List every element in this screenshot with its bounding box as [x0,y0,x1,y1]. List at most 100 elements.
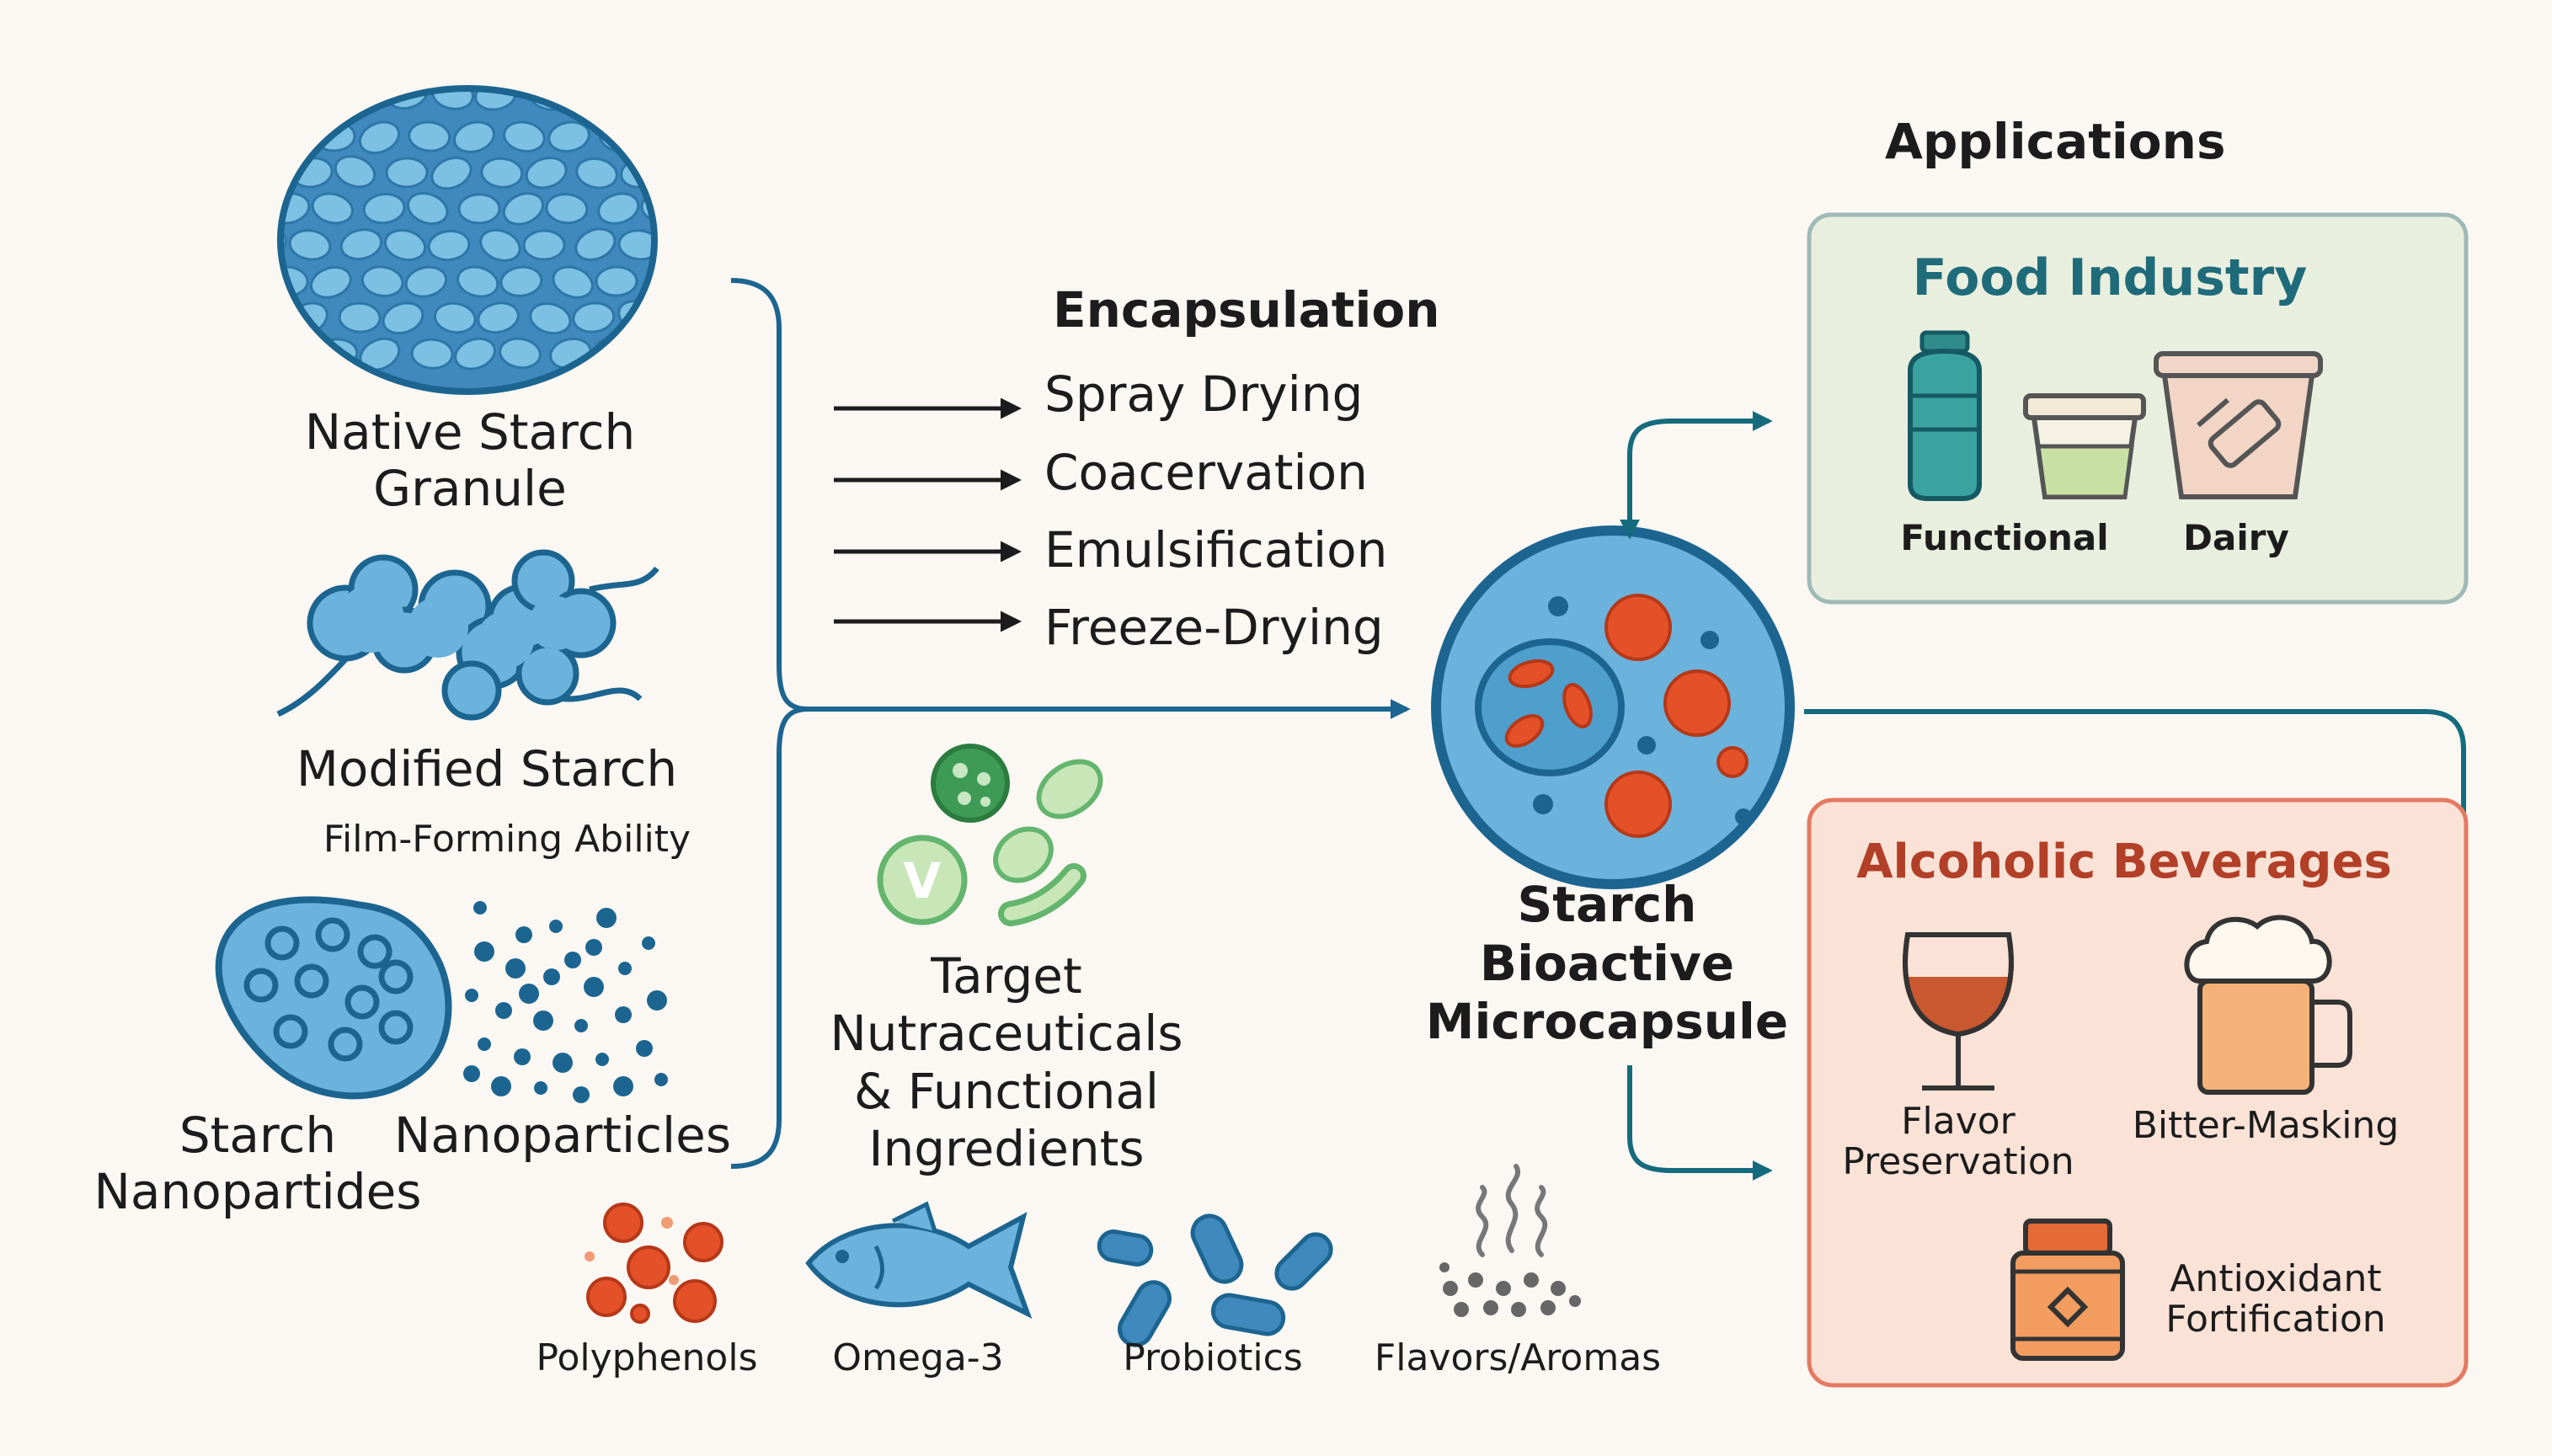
granule-cell [315,338,359,370]
granule-cell [642,120,654,152]
nanoparticle-dot [553,1053,573,1073]
granule-cell [280,120,311,154]
wine-glass-icon [1903,932,2014,1091]
granule-cell [456,265,499,298]
food-industry-title: Food Industry [1912,248,2308,307]
granule-cell [288,229,332,261]
granule-cell [454,337,496,371]
granule-cell [499,337,542,370]
cup-icon [2023,393,2146,499]
granule-cell [502,192,544,226]
granule-cell [433,301,477,334]
nanoparticle-dot [533,1011,553,1031]
granule-cell [362,193,406,225]
granule-cell [597,192,640,225]
granule-cell [499,265,543,297]
granule-cell [572,301,616,333]
granule-cell [360,265,404,297]
granule-cell [453,120,495,153]
granule-cell [338,301,382,333]
granule-cell [385,157,429,189]
flavors-aromas-label: Flavors/Aromas [1374,1336,1662,1379]
probiotics-label: Probiotics [1123,1336,1303,1379]
granule-cell [280,227,287,261]
nanoparticle-dot [574,1019,588,1032]
granule-cell [503,120,546,153]
granule-cell [575,157,618,189]
starch-nanopartides-label: Starch Nanopartides [93,1107,422,1220]
vitamin-letter: V [904,852,942,909]
nanoparticles-icon [463,901,668,1103]
granule-cell [280,301,286,333]
granule-cell [427,229,471,262]
microcapsule-label: Starch Bioactive Microcapsule [1425,876,1789,1051]
method-label-coacervation: Coacervation [1044,444,1368,501]
granule-cell [339,228,383,261]
functional-label: Functional [1900,517,2109,558]
granule-cell [545,193,589,225]
applications-title: Applications [1885,113,2226,170]
granule-cell [522,229,566,261]
granule-cell [280,88,284,110]
granule-cell [622,88,654,112]
granule-cell [311,192,354,225]
nanoparticles-label: Nanoparticles [393,1107,732,1164]
nanoparticle-dot [618,962,632,975]
granule-cell [382,301,424,335]
target-nutraceuticals-icon: V [877,744,1103,926]
nanoparticle-dot [654,1073,668,1086]
granule-cell [310,265,352,299]
nanoparticle-dot [636,1040,653,1057]
granule-cell [408,120,451,152]
granule-cell [595,265,638,297]
nanoparticle-dot [519,984,539,1004]
granule-cell [529,302,572,335]
granule-cell [525,156,568,189]
method-label-emulsification: Emulsification [1044,521,1388,579]
method-label-freeze-drying: Freeze-Drying [1044,599,1384,656]
nanoparticle-dot [642,936,655,950]
film-forming-ability-label: Film-Forming Ability [323,818,691,861]
nanoparticle-dot [647,990,667,1011]
granule-cell [410,338,454,370]
method-label-spray-drying: Spray Drying [1044,365,1364,423]
nanoparticle-dot [596,908,617,928]
nanoparticle-dot [543,968,560,985]
granule-cell [335,88,379,110]
granule-cell [569,88,613,110]
nanoparticle-dot [505,958,526,979]
granule-cell [404,265,448,298]
target-nutraceuticals-label: Target Nutraceuticals & Functional Ingre… [830,947,1183,1178]
starch-nanoparticle-blob-icon [215,896,452,1100]
dairy-label: Dairy [2183,517,2289,558]
granule-cell [552,265,594,299]
granule-cell [383,228,427,262]
beer-mug-icon [2184,915,2352,1095]
nanoparticle-dot [465,989,478,1002]
native-starch-granule-icon [277,85,658,395]
nanoparticle-dot [534,1081,547,1095]
connector-to-alcoholic-beverages [1627,1065,1773,1181]
granule-cell [430,156,472,190]
nanoparticle-dot [564,952,581,968]
encapsulation-title: Encapsulation [1053,281,1440,339]
granule-cell [574,227,617,261]
granule-cell [477,301,520,334]
supplement-jar-icon [2010,1219,2125,1361]
bottle-icon [1908,330,1982,501]
granule-cell [280,155,281,188]
flavor-preservation-label: Flavor Preservation [1842,1100,2074,1184]
nanoparticle-dot [515,926,532,943]
nanoparticle-dot [478,1037,491,1051]
granule-cell [280,337,307,370]
antioxidant-fortification-label: Antioxidant Fortification [2165,1257,2386,1341]
granule-cell [334,155,376,189]
nanoparticle-dot [613,1076,633,1096]
nanoparticle-dot [595,1053,609,1066]
granule-cell [406,192,449,226]
nanoparticle-dot [514,1048,531,1065]
polyphenol-icon [585,1203,723,1324]
nanoparticle-dot [473,901,487,915]
